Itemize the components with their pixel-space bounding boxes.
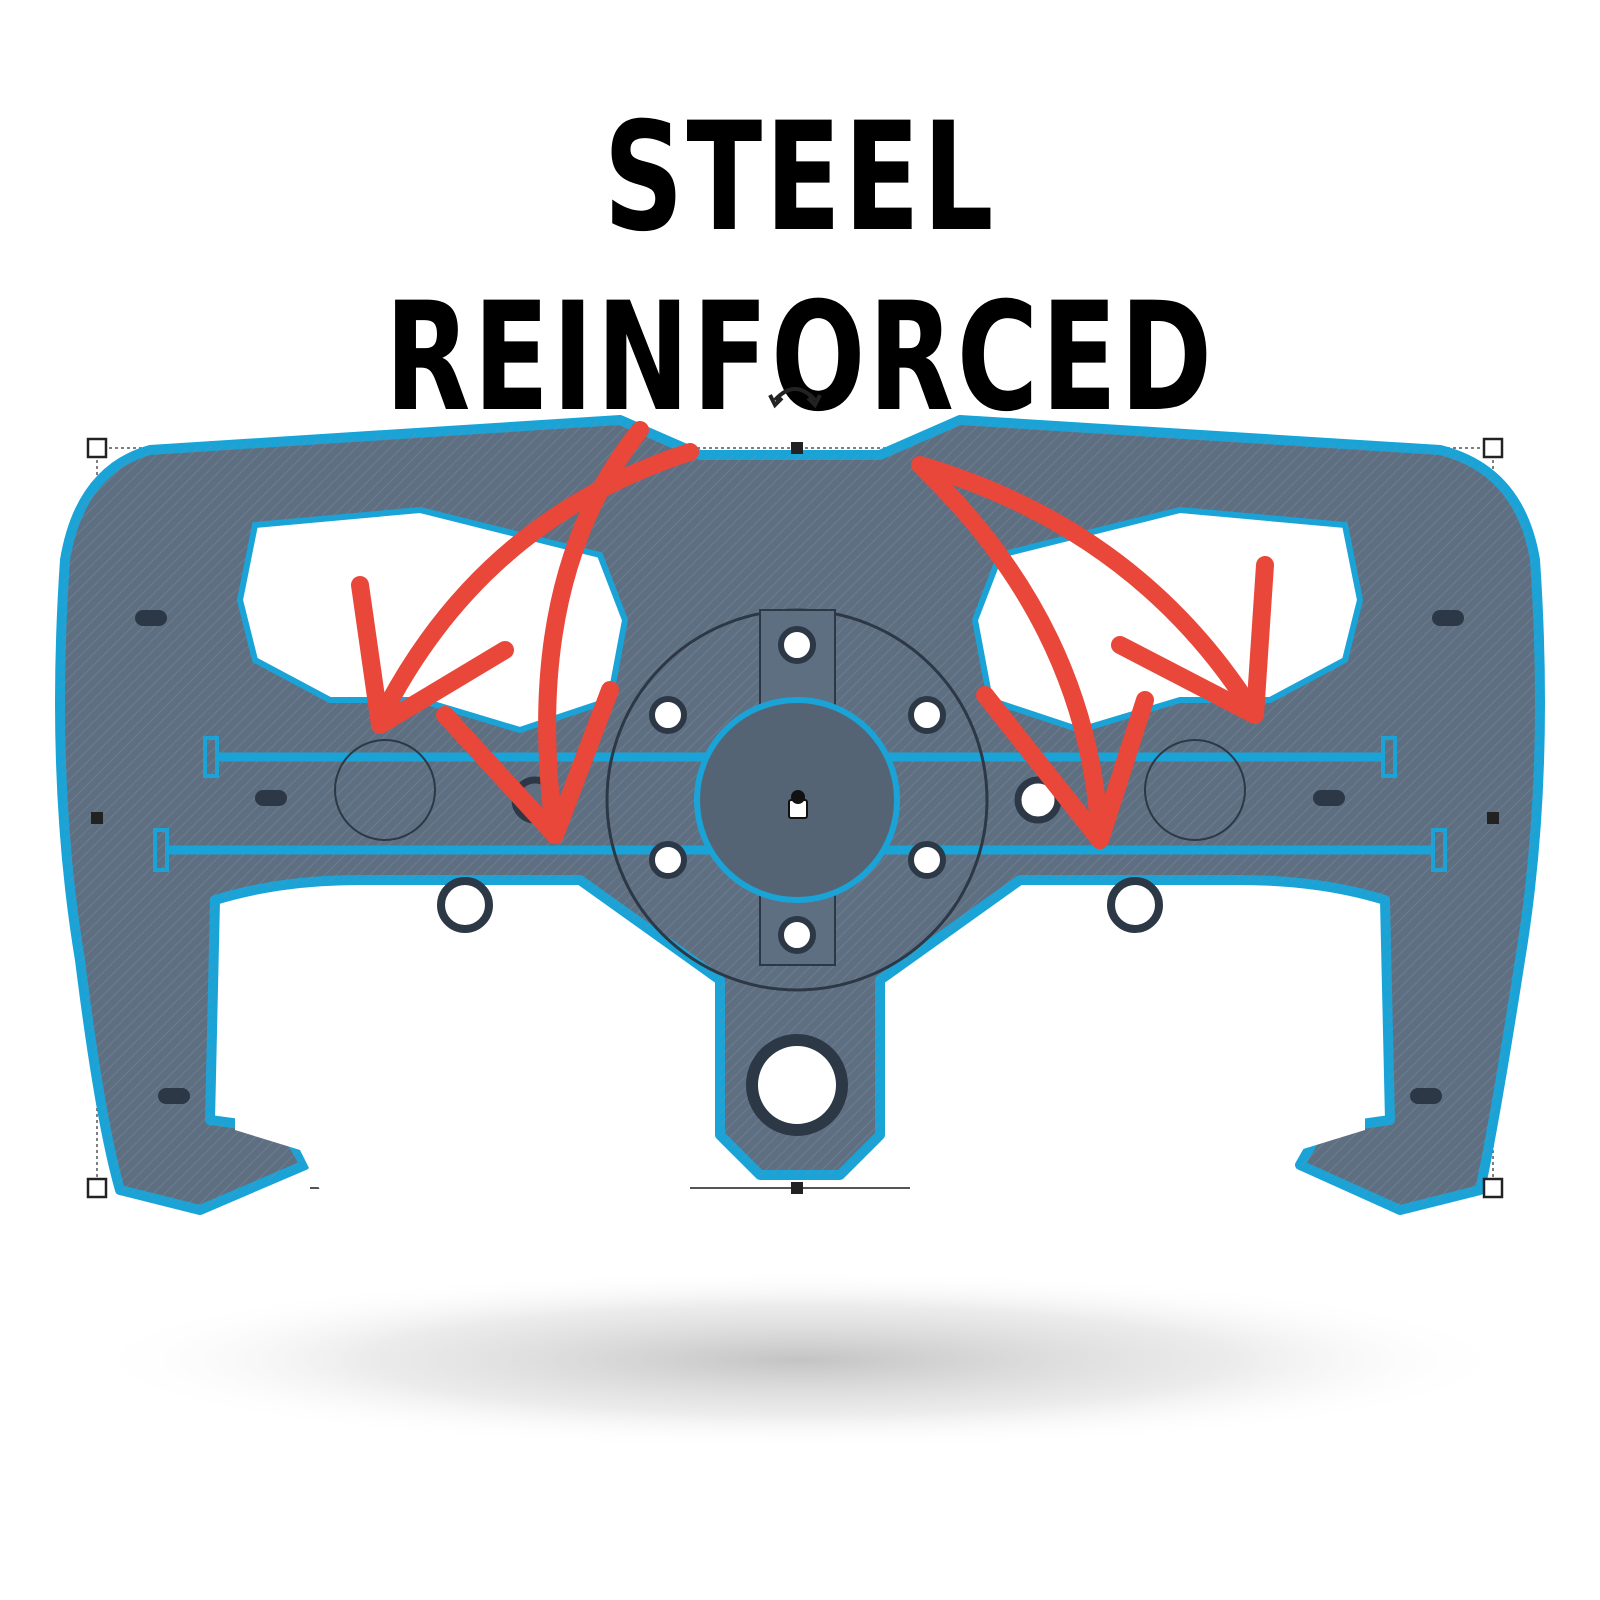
- headline-title: STEEL REINFORCED: [384, 91, 1216, 445]
- arrow-right-inner: [916, 461, 1109, 849]
- rotate-arrow-icon[interactable]: [768, 387, 822, 409]
- bottom-left-cutout: [235, 890, 690, 1190]
- bottom-right-cutout: [910, 890, 1365, 1190]
- resize-handle-icon: [1482, 1177, 1504, 1199]
- arrow-right-outer: [911, 456, 1264, 724]
- arrow-left-outer: [371, 443, 699, 729]
- arrow-left-inner: [538, 421, 649, 844]
- edge-handle-icon: [791, 1182, 803, 1194]
- ground-shadow: [80, 1270, 1520, 1450]
- pivot-marker-icon[interactable]: [788, 790, 808, 819]
- edge-handle-icon: [791, 442, 803, 454]
- mounting-holes: [334, 739, 1246, 1136]
- annotation-arrows: [351, 421, 1274, 849]
- hub-assembly: [605, 608, 989, 992]
- resize-handles[interactable]: [86, 437, 1504, 1199]
- grip-screws: [135, 610, 1464, 1104]
- edge-handle-icon: [91, 812, 103, 824]
- resize-handle-icon: [86, 1177, 108, 1199]
- edge-handle-icon: [1487, 812, 1499, 824]
- resize-handle-icon: [86, 437, 108, 459]
- resize-handle-icon: [1482, 437, 1504, 459]
